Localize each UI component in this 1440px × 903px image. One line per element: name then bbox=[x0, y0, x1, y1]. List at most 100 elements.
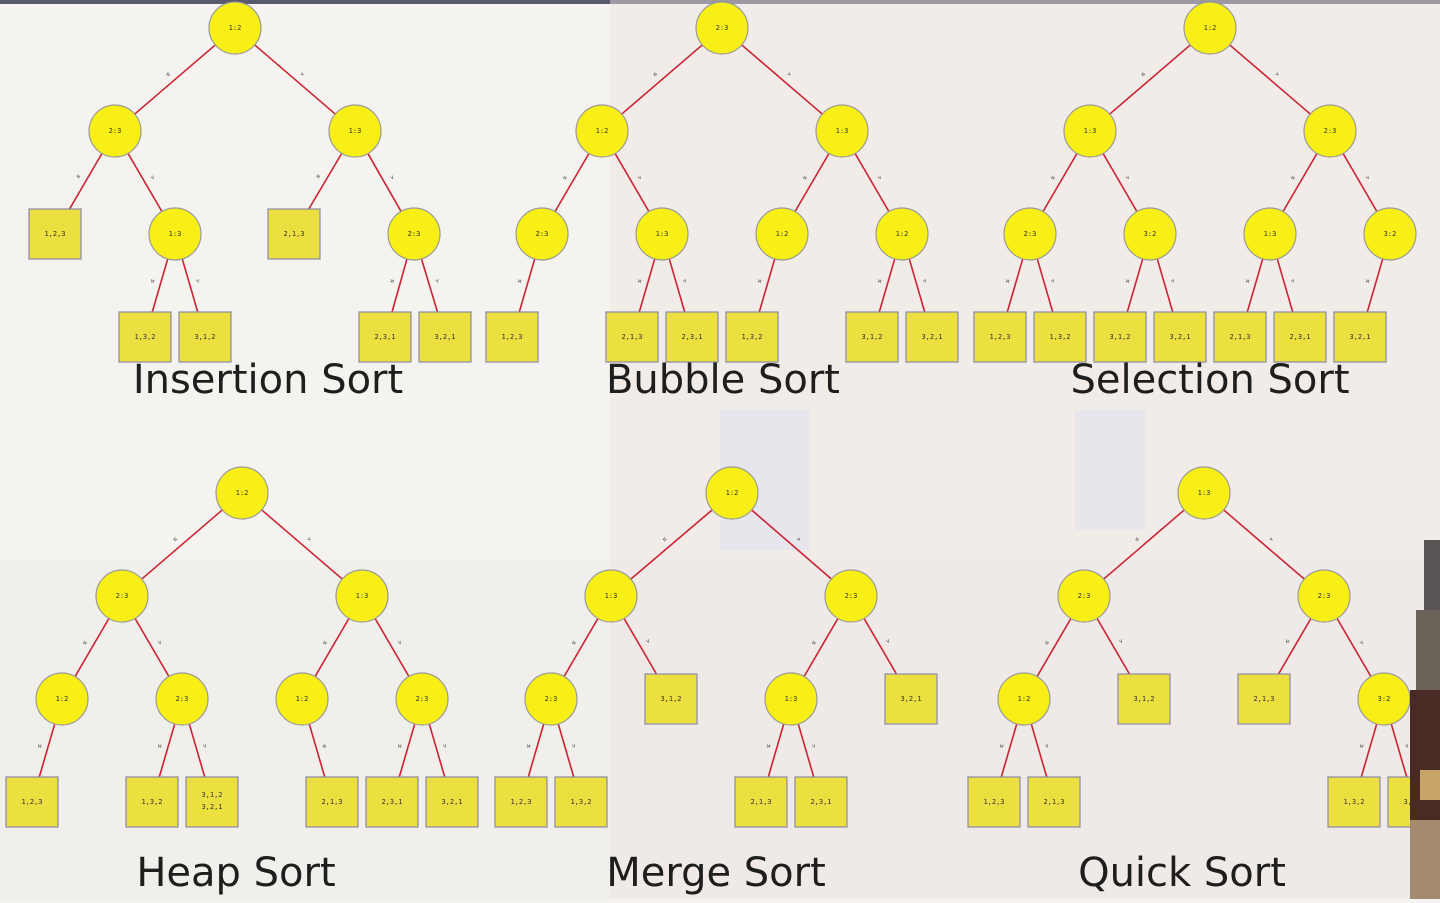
permutation-label: 1,2,3 bbox=[983, 798, 1004, 806]
edge-label: ≤ bbox=[314, 173, 322, 180]
comparison-label: 1:3 bbox=[1084, 127, 1097, 135]
permutation-label: 2,1,3 bbox=[283, 230, 304, 238]
permutation-label: 3,1,2 bbox=[1133, 695, 1154, 703]
tree-edge bbox=[668, 258, 686, 313]
edge-label: ≤ bbox=[171, 535, 179, 543]
panel-title: Heap Sort bbox=[136, 850, 335, 896]
tree-edge bbox=[751, 509, 832, 580]
tree-edge bbox=[74, 618, 110, 677]
leaf-node bbox=[605, 311, 659, 363]
comparison-node bbox=[275, 672, 329, 726]
tree-edge bbox=[803, 618, 839, 677]
edge-label: > bbox=[810, 743, 818, 749]
comparison-node bbox=[1057, 569, 1111, 623]
permutation-label: 3,2,1 bbox=[1349, 333, 1370, 341]
tree-edge bbox=[863, 618, 898, 675]
edges: ≤>≤>≤>≤>≤> bbox=[68, 44, 441, 313]
permutation-label: 1,2,3 bbox=[989, 333, 1010, 341]
tree-edge bbox=[767, 723, 785, 778]
leaf-node bbox=[267, 208, 321, 260]
leaf-node bbox=[185, 776, 239, 828]
leaf-node bbox=[1237, 673, 1291, 725]
permutation-label: 2,1,3 bbox=[621, 333, 642, 341]
comparison-node bbox=[1363, 207, 1417, 261]
comparison-label: 2:3 bbox=[1024, 230, 1037, 238]
edge-label: > bbox=[155, 639, 163, 646]
edge-label: > bbox=[1363, 174, 1371, 181]
permutation-label: 2,3,1 bbox=[681, 333, 702, 341]
presenter-silhouette bbox=[1410, 540, 1440, 899]
comparison-node bbox=[1063, 104, 1117, 158]
edge-label: > bbox=[921, 278, 929, 284]
edges: ≤>≤>≤>≤>≤> bbox=[525, 509, 898, 778]
permutation-label: 3,1,2 bbox=[660, 695, 681, 703]
comparison-label: 1:2 bbox=[596, 127, 609, 135]
tree-edge bbox=[623, 618, 658, 675]
permutation-label: 3,2,1 bbox=[900, 695, 921, 703]
leaf-node bbox=[967, 776, 1021, 828]
comparison-node bbox=[824, 569, 878, 623]
permutation-label: 1,3,2 bbox=[741, 333, 762, 341]
edge-label: ≤ bbox=[998, 743, 1006, 749]
comparison-label: 1:2 bbox=[726, 489, 739, 497]
edge-label: > bbox=[395, 639, 403, 646]
tree-edge bbox=[1360, 723, 1378, 778]
tree-edge bbox=[1246, 258, 1264, 313]
edge-label: ≤ bbox=[1284, 638, 1292, 645]
edge-label: > bbox=[1273, 71, 1281, 79]
tree-edge bbox=[527, 723, 545, 778]
edge-label: ≤ bbox=[81, 639, 89, 646]
leaf-node bbox=[125, 776, 179, 828]
leaf-node bbox=[554, 776, 608, 828]
tree-edge bbox=[1336, 618, 1372, 677]
tree-edge bbox=[908, 258, 926, 313]
comparison-label: 1:2 bbox=[1204, 24, 1217, 32]
permutation-label: 2,1,3 bbox=[1229, 333, 1250, 341]
edge-label: > bbox=[441, 743, 449, 749]
permutation-label: 2,1,3 bbox=[1043, 798, 1064, 806]
edge-label: > bbox=[1403, 743, 1411, 749]
comparison-label: 2:3 bbox=[416, 695, 429, 703]
comparison-label: 2:3 bbox=[109, 127, 122, 135]
leaf-node bbox=[1027, 776, 1081, 828]
tree-edge bbox=[1103, 509, 1185, 580]
tree-edge bbox=[254, 44, 336, 115]
edge-label: ≤ bbox=[321, 743, 329, 749]
leaf-node bbox=[1213, 311, 1267, 363]
tree-edge bbox=[1036, 618, 1072, 677]
panel-title: Merge Sort bbox=[606, 850, 826, 896]
edge-label: > bbox=[1117, 638, 1125, 645]
edge-label: ≤ bbox=[661, 535, 669, 543]
edges: ≤>≤>≤>≤≤>≤≤> bbox=[36, 509, 449, 778]
comparison-node bbox=[997, 672, 1051, 726]
comparison-node bbox=[1303, 104, 1357, 158]
edge-label: > bbox=[194, 278, 202, 284]
comparison-node bbox=[575, 104, 629, 158]
permutation-label: 1,3,2 bbox=[1049, 333, 1070, 341]
tree-edge bbox=[134, 44, 216, 115]
tree-edge bbox=[1277, 618, 1312, 675]
edge-label: ≤ bbox=[396, 743, 404, 749]
tree-edge bbox=[398, 723, 416, 778]
tree-edge bbox=[261, 509, 343, 580]
tree-edge bbox=[158, 723, 176, 778]
tree-edge bbox=[630, 509, 713, 580]
edge-label: > bbox=[298, 71, 306, 79]
edge-label: > bbox=[795, 536, 803, 544]
leaf-node bbox=[178, 311, 232, 363]
edge-label: ≤ bbox=[1004, 278, 1012, 284]
leaf-node bbox=[5, 776, 59, 828]
comparison-label: 1:3 bbox=[785, 695, 798, 703]
edge-label: > bbox=[635, 174, 643, 181]
permutation-label: 1,2,3 bbox=[21, 798, 42, 806]
tree-edge bbox=[1223, 509, 1305, 580]
tree-edge bbox=[1342, 153, 1378, 212]
comparison-label: 1:2 bbox=[296, 695, 309, 703]
comparison-label: 3:2 bbox=[1384, 230, 1397, 238]
comparison-node bbox=[95, 569, 149, 623]
